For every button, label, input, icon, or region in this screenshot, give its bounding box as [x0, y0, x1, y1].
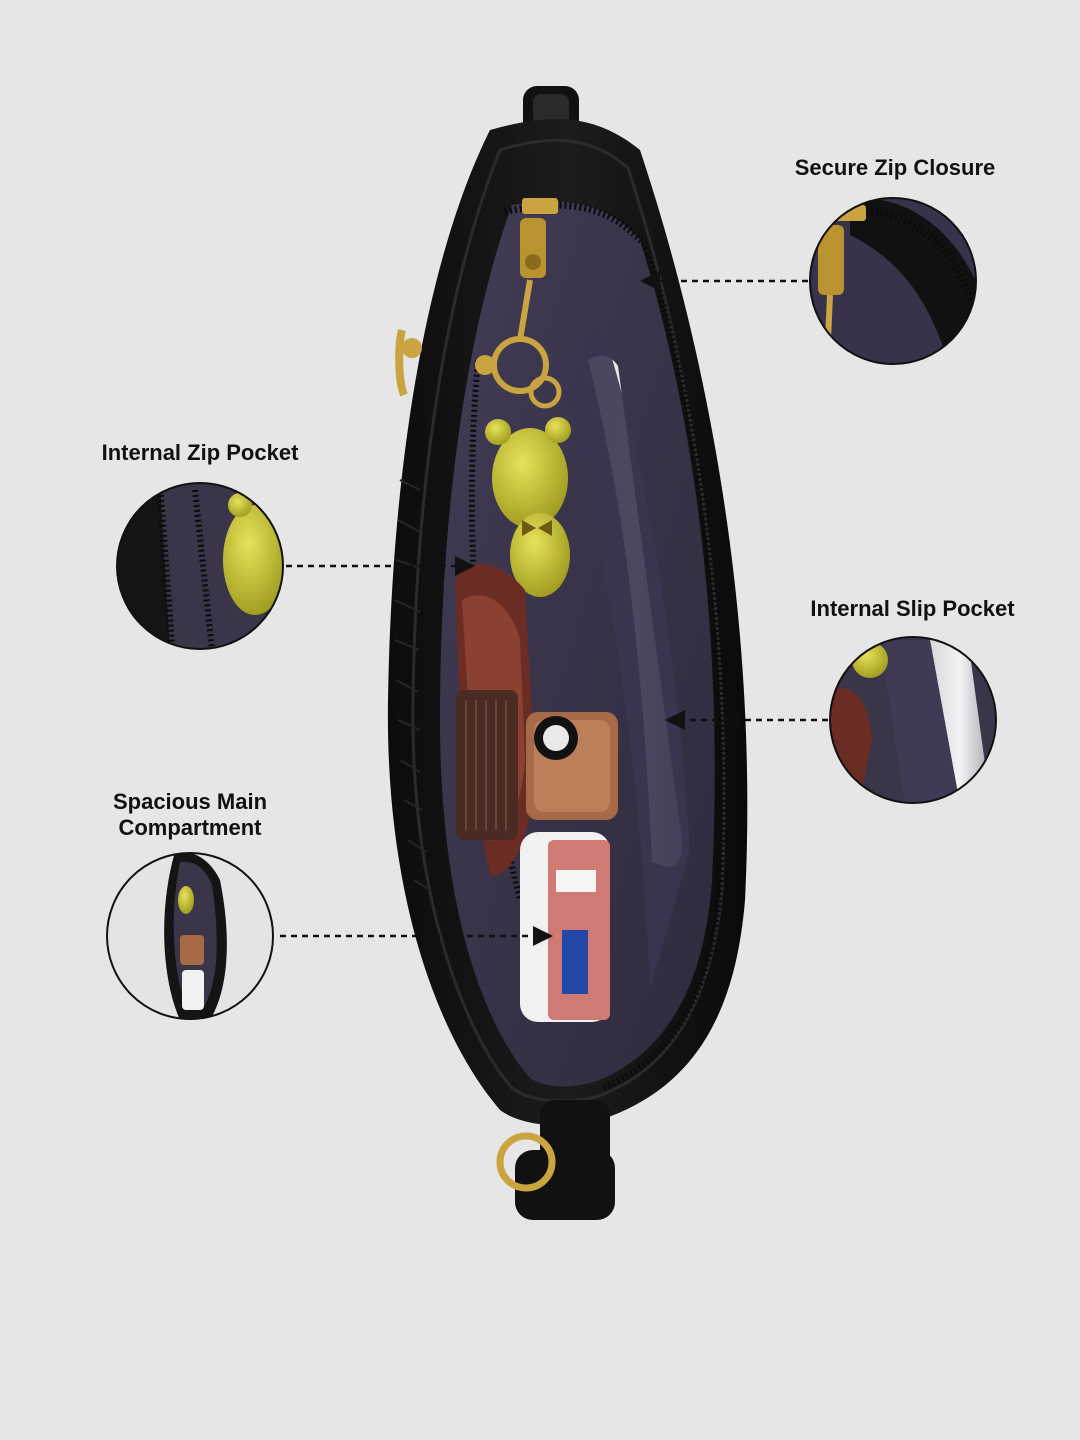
wallet — [455, 563, 535, 876]
keychain-bear — [475, 198, 571, 597]
tablet-in-slip-pocket — [555, 320, 690, 990]
detail-circle-internal-zip-pocket — [116, 482, 284, 650]
perfume-bottle — [526, 712, 618, 820]
lotion-bottle — [520, 832, 610, 1022]
label-secure-zip-closure: Secure Zip Closure — [794, 155, 996, 180]
detail-circle-internal-slip-pocket — [829, 636, 997, 804]
label-line-1: Spacious Main — [112, 789, 268, 814]
bag-bottom-strap — [395, 328, 615, 1220]
arrow-icon — [280, 271, 828, 946]
detail-circle-secure-zip — [809, 197, 977, 365]
detail-circle-main-compartment — [106, 852, 274, 1020]
label-line-2: Compartment — [118, 815, 262, 840]
label-internal-slip-pocket: Internal Slip Pocket — [810, 596, 1015, 621]
label-spacious-main-compartment: Spacious Main Compartment — [80, 789, 300, 841]
label-internal-zip-pocket: Internal Zip Pocket — [101, 440, 299, 465]
